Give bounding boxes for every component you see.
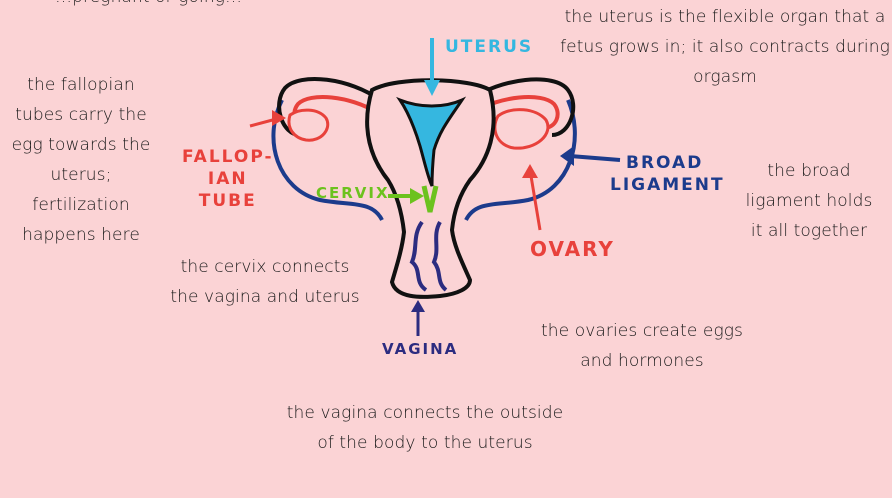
caption-broad-ligament: the broad ligament holds it all together (744, 156, 874, 246)
caption-ovaries: the ovaries create eggs and hormones (532, 316, 752, 376)
ovary-right (495, 110, 548, 149)
caption-vagina: the vagina connects the outside of the b… (280, 398, 570, 458)
label-broad-line1: BROAD (626, 152, 725, 174)
ovary-arrowhead (522, 164, 538, 178)
label-fallopian-line3: TUBE (182, 190, 274, 212)
label-cervix: CERVIX (316, 182, 390, 204)
broad-arrowhead (560, 146, 574, 166)
label-broad-line2: LIGAMENT (610, 174, 725, 196)
label-broad-ligament: BROAD LIGAMENT (610, 152, 725, 196)
label-vagina: VAGINA (382, 338, 458, 360)
vagina-arrowhead (411, 300, 425, 312)
caption-uterus: the uterus is the flexible organ that a … (560, 2, 890, 92)
caption-cervix: the cervix connects the vagina and uteru… (170, 252, 360, 312)
ovary-left (289, 110, 328, 140)
label-ovary: OVARY (530, 238, 615, 260)
label-fallopian-line1: FALLOP- (182, 146, 274, 168)
label-fallopian-line2: IAN (182, 168, 274, 190)
label-fallopian: FALLOP- IAN TUBE (182, 146, 274, 212)
label-uterus: UTERUS (445, 36, 533, 58)
caption-fallopian-tubes: the fallopian tubes carry the egg toward… (6, 70, 156, 250)
